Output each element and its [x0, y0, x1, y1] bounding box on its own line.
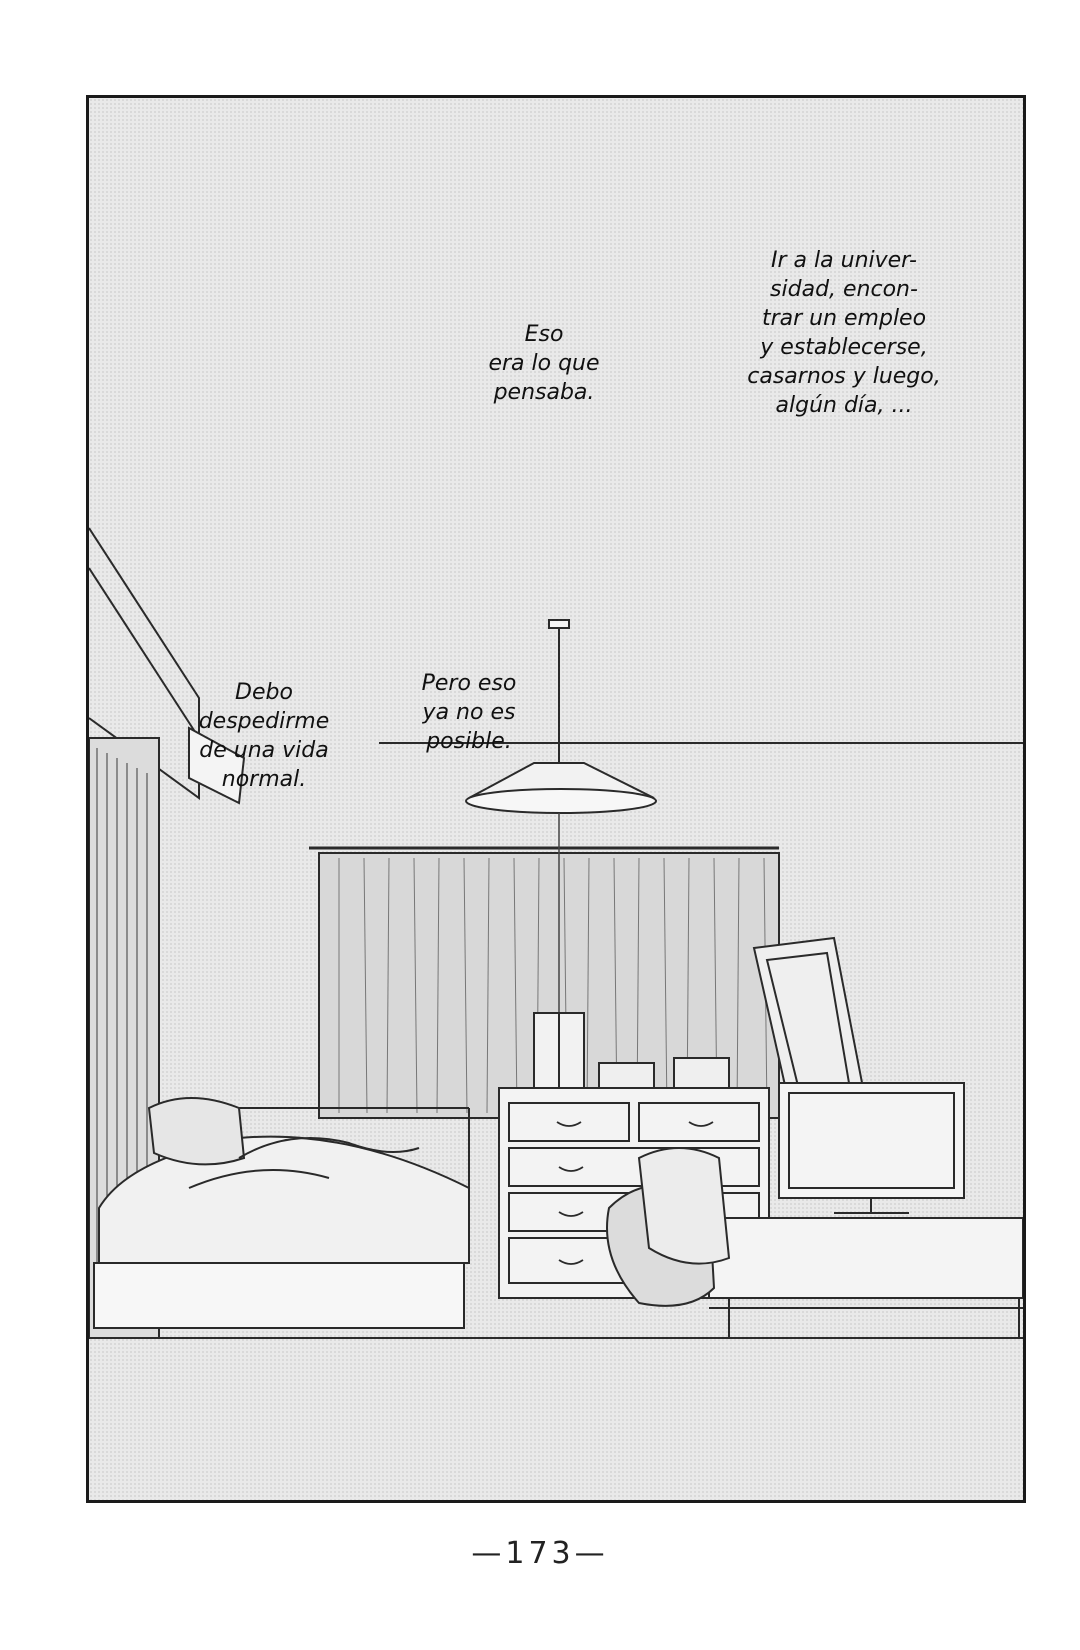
caption-no-longer-possible: Pero eso ya no es posible.: [421, 671, 517, 754]
caption-goodbye-normal-life: Debo despedirme de una vida normal.: [198, 680, 330, 792]
manga-panel: Ir a la univer- sidad, encon- trar un em…: [86, 95, 1026, 1503]
caption-what-i-thought: Eso era lo que pensaba.: [488, 322, 600, 405]
page-number: —173—: [471, 1536, 609, 1571]
bedroom-illustration: [89, 527, 1023, 1339]
caption-university-plans: Ir a la univer- sidad, encon- trar un em…: [747, 248, 941, 418]
